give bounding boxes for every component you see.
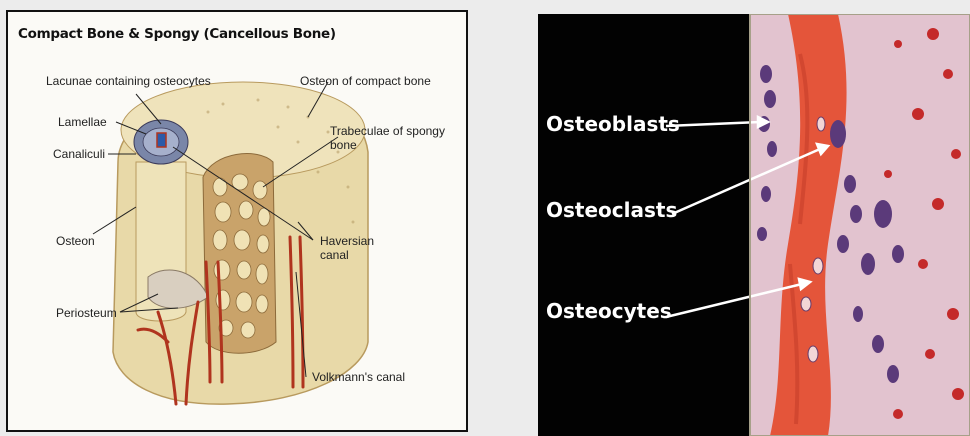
label-haversian: Haversian canal bbox=[320, 234, 374, 262]
micrograph-panel: Osteoblasts Osteoclasts Osteocytes bbox=[538, 14, 970, 436]
bone-diagram-panel: Compact Bone & Spongy (Cancellous Bone) bbox=[6, 10, 468, 432]
label-lamellae: Lamellae bbox=[58, 115, 107, 129]
label-trabeculae-line2: bone bbox=[330, 138, 445, 152]
label-osteon-compact: Osteon of compact bone bbox=[300, 74, 431, 88]
label-osteoblasts: Osteoblasts bbox=[546, 112, 680, 136]
label-osteocytes: Osteocytes bbox=[546, 299, 672, 323]
label-lacunae: Lacunae containing osteocytes bbox=[46, 74, 211, 88]
label-osteon: Osteon bbox=[56, 234, 95, 248]
micrograph-image bbox=[538, 14, 970, 436]
label-canaliculi: Canaliculi bbox=[53, 147, 105, 161]
label-trabeculae-line1: Trabeculae of spongy bbox=[330, 124, 445, 138]
label-trabeculae: Trabeculae of spongy bone bbox=[330, 124, 445, 152]
label-periosteum: Periosteum bbox=[56, 306, 117, 320]
label-haversian-line2: canal bbox=[320, 248, 374, 262]
label-osteoclasts: Osteoclasts bbox=[546, 198, 677, 222]
label-haversian-line1: Haversian bbox=[320, 234, 374, 248]
label-volkmann: Volkmann's canal bbox=[312, 370, 405, 384]
